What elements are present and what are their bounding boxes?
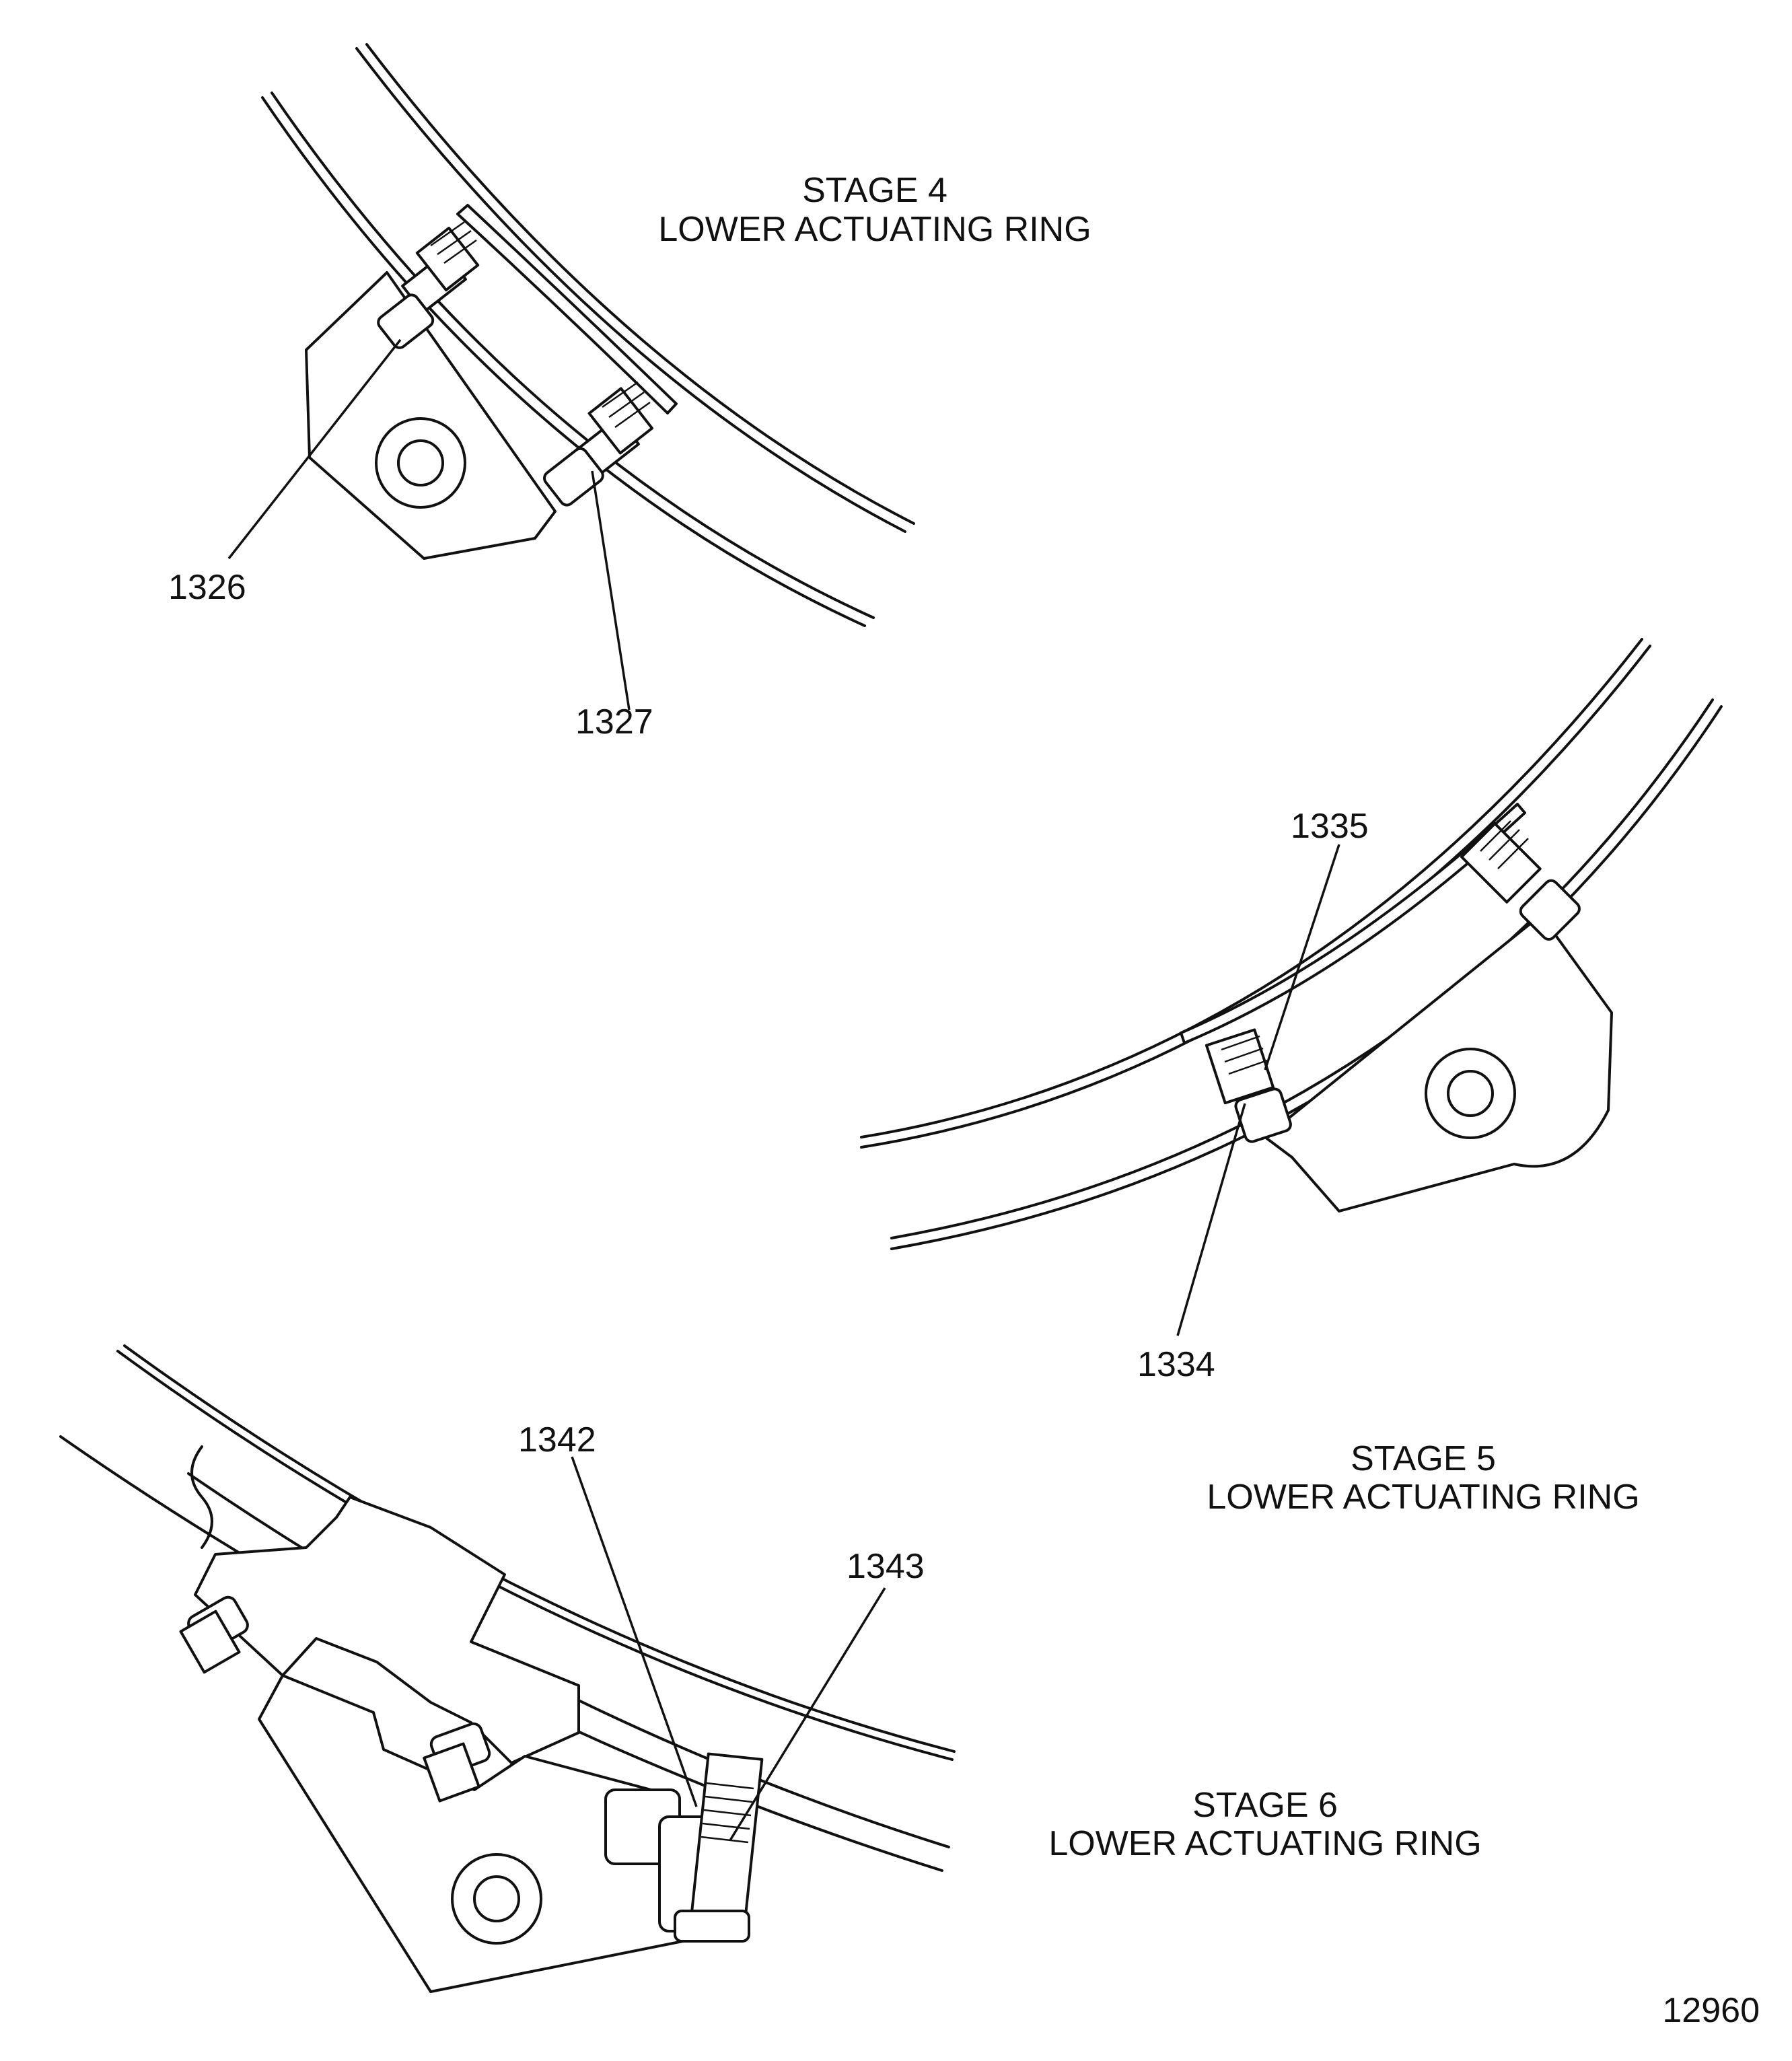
stage6-ring-3 (123, 1344, 956, 1753)
stage6-ring-2 (116, 1350, 954, 1761)
stage6-clamp-bolt (674, 1752, 764, 1943)
stage4-bracket (305, 271, 557, 560)
stage6-assembly (59, 1344, 956, 1993)
stage6-bolt-1 (179, 1595, 249, 1674)
stage5-ring-inner-1 (890, 698, 1714, 1239)
callout-1335: 1335 (1291, 807, 1369, 846)
leader-1342 (571, 1456, 698, 1807)
stage5-clamp-strap (1180, 803, 1526, 1044)
stage4-ring-inner-2 (271, 92, 875, 619)
leader-1343 (729, 1587, 886, 1841)
stage4-ring-outer-1 (355, 47, 906, 533)
stage6-caption-line2: LOWER ACTUATING RING (1048, 1824, 1481, 1863)
stage6-bolt-2 (423, 1722, 491, 1803)
figure-number: 12960 (1662, 1991, 1760, 2030)
callout-1326: 1326 (168, 568, 246, 607)
stage4-clamp-strap (456, 204, 678, 414)
stage5-bracket-hole-inner (1447, 1070, 1494, 1117)
stage6-caption-line1: STAGE 6 (1192, 1786, 1338, 1825)
stage4-ring-outer-2 (365, 43, 915, 525)
stage6-break-line (190, 1445, 213, 1549)
stage4-assembly (261, 43, 915, 627)
stage5-ring-outer-1 (860, 638, 1643, 1138)
callout-1342: 1342 (518, 1420, 596, 1459)
stage5-bolt-2 (1460, 820, 1581, 941)
leader-1335 (1264, 844, 1340, 1071)
stage4-caption-line1: STAGE 4 (802, 171, 947, 210)
callout-1334: 1334 (1137, 1345, 1215, 1384)
stage4-ring-inner-1 (261, 96, 866, 627)
stage4-bracket-hole-inner (397, 439, 444, 486)
stage4-bolt-2 (543, 381, 654, 507)
callout-1343: 1343 (847, 1547, 925, 1586)
stage5-assembly (860, 638, 1723, 1250)
stage6-bracket-hole-inner (473, 1875, 520, 1922)
stage5-bolt-1 (1205, 1028, 1292, 1143)
stage4-bracket-hole-outer (375, 417, 466, 509)
leader-1327 (591, 470, 631, 711)
stage4-caption-line2: LOWER ACTUATING RING (658, 210, 1091, 249)
stage6-bracket-hole-outer (451, 1853, 542, 1945)
stage5-caption-line2: LOWER ACTUATING RING (1207, 1478, 1639, 1517)
leader-1326 (227, 338, 402, 560)
stage5-bracket-hole-outer (1425, 1048, 1516, 1139)
leader-1334 (1176, 1103, 1246, 1336)
stage5-caption-line1: STAGE 5 (1351, 1439, 1496, 1478)
callout-1327: 1327 (575, 702, 653, 742)
leader-lines (227, 338, 1340, 1841)
stage6-actuating-link (194, 1496, 580, 1764)
stage4-bolt-1 (377, 221, 480, 349)
